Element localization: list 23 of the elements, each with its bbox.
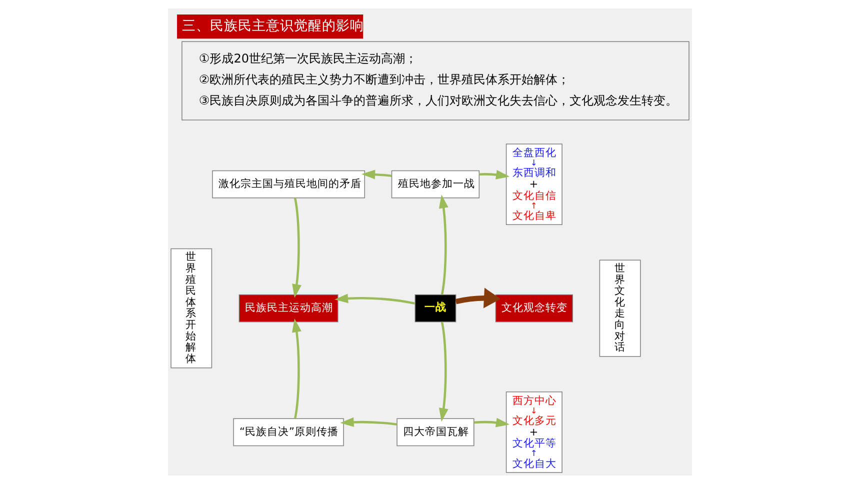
arrow — [340, 417, 397, 427]
arrow — [479, 170, 510, 180]
arrow — [334, 294, 416, 305]
node-box: 一战 — [414, 294, 456, 322]
node-box: 西方中心 ↓ 文化多元 + 文化平等 ↑ 文化自大 — [506, 392, 562, 473]
node-box: 四大帝国瓦解 — [396, 418, 474, 446]
node-box: ①形成20世纪第一次民族民主运动高潮； ②欧洲所代表的殖民主义势力不断遭到冲击，世界殖民体系开始解体； ③民族自决原则成为各国斗争的普遍所求，人们对欧洲文化失去信心，文化观念发生转变。 — [182, 41, 690, 120]
arrow — [292, 318, 302, 419]
arrow — [438, 194, 448, 295]
node-box: 激化宗主国与殖民地间的矛盾 — [212, 170, 366, 198]
arrow — [455, 288, 501, 308]
arrow — [438, 322, 448, 422]
node-box: 世界文化走向对话 — [599, 260, 641, 357]
node-box: 民族民主运动高潮 — [238, 294, 338, 322]
diagram-title: 三、民族民主意识觉醒的影响 — [182, 18, 364, 34]
arrow — [474, 418, 510, 428]
node-box: “民族自决”原则传播 — [233, 418, 344, 446]
node-box: 世界殖民体系开始解体 — [170, 248, 212, 368]
arrow — [292, 198, 302, 298]
node-box: 殖民地参加一战 — [391, 170, 480, 198]
node-box: 文化观念转变 — [495, 294, 573, 322]
node-box: 全盘西化 ↓ 东西调和 + 文化自信 ↑ 文化自卑 — [506, 144, 562, 226]
arrow — [361, 170, 392, 180]
